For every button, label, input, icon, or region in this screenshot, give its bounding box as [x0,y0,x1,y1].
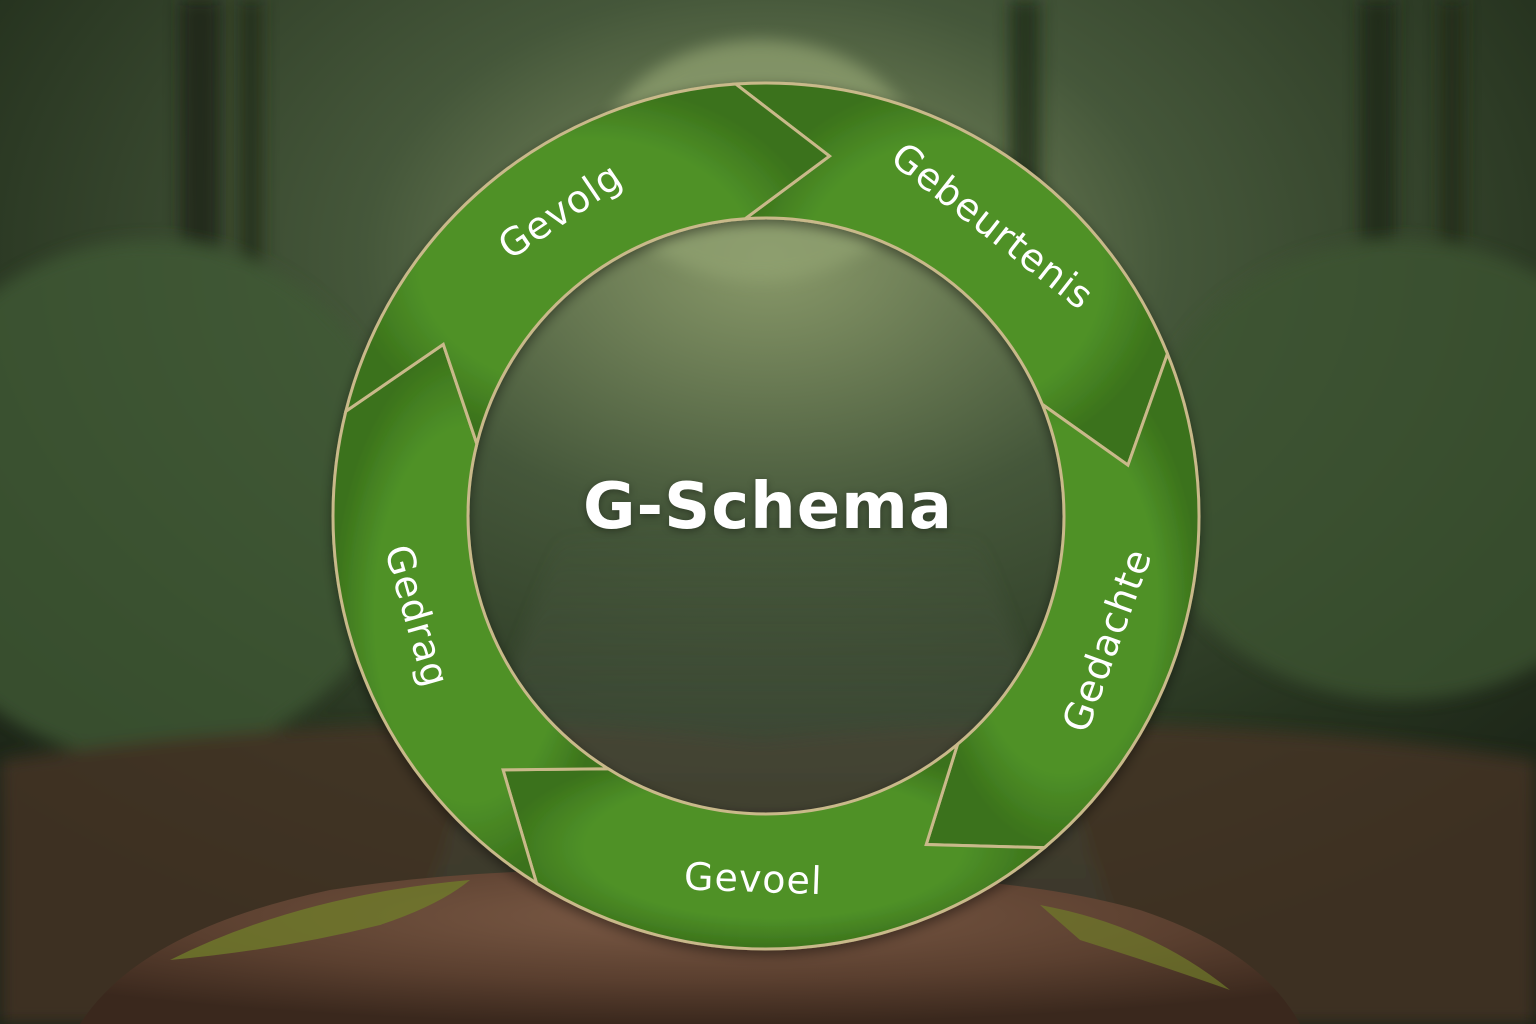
cycle-ring [331,81,1201,951]
rock-stump [80,870,1300,1024]
cycle-segment-gevolg [343,82,832,450]
diagram-title: G-Schema [583,470,953,544]
cycle-label-gevoel: Gevoel [683,854,823,903]
